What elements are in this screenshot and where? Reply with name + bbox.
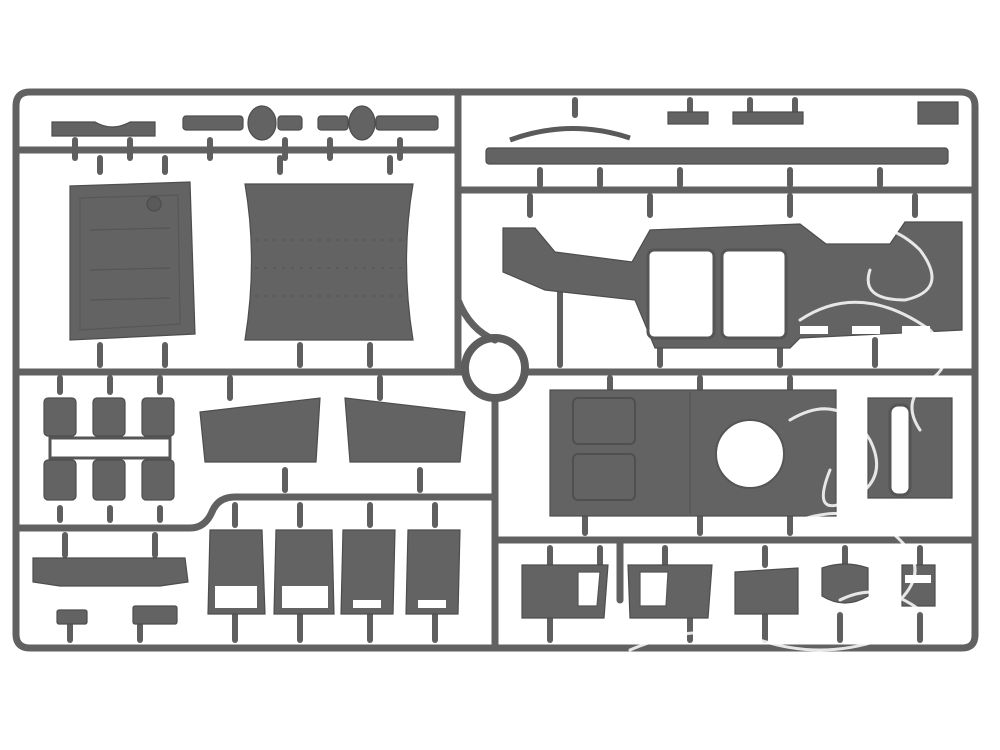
part-floor-plate	[549, 389, 837, 517]
part-small-bar-2	[732, 111, 804, 125]
part-small-block	[917, 101, 959, 125]
part-body-side	[502, 221, 963, 349]
part-bracket	[51, 121, 156, 137]
part-seats	[43, 397, 175, 501]
part-chassis-rail	[485, 147, 949, 165]
sprue-gates	[57, 97, 923, 643]
part-lower-right	[521, 563, 936, 619]
part-doors	[207, 529, 461, 615]
part-hood-panel	[69, 181, 196, 341]
part-small-2	[132, 605, 178, 625]
sprue-parts	[32, 101, 963, 625]
sprue-ring	[461, 334, 529, 402]
sprue-frame	[12, 88, 979, 652]
part-fender-left	[199, 397, 321, 463]
part-axle-2	[317, 105, 439, 141]
part-small-bar-1	[667, 111, 709, 125]
part-small-1	[56, 609, 88, 625]
part-bumper	[32, 557, 189, 587]
part-fender-right	[344, 397, 466, 463]
part-roof-panel	[244, 183, 414, 341]
dragon-watermark-icon	[628, 225, 947, 652]
part-leaf-spring	[509, 126, 631, 143]
part-pillar	[867, 397, 953, 499]
part-axle-1	[182, 105, 303, 141]
